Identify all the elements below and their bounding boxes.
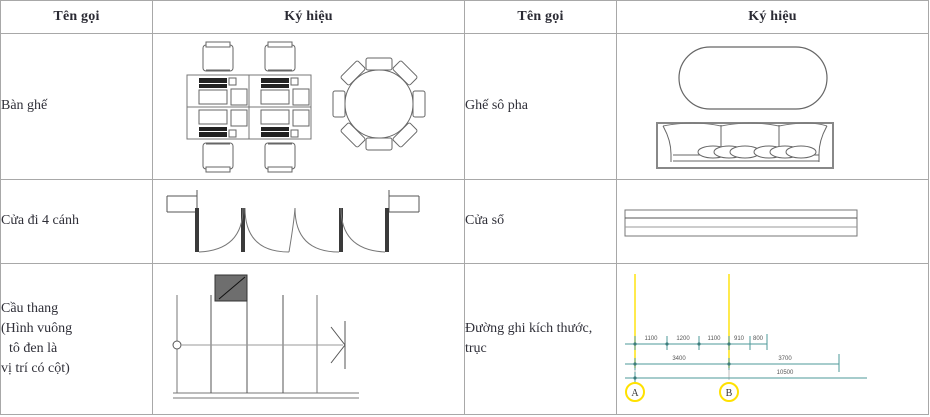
dimension-line-icon: 1100 1200 1100 910 800 3400 3700 10500 A… [625, 274, 867, 403]
grid-axis-lines [634, 274, 730, 369]
dim-seg-3: 1100 [708, 336, 722, 342]
four-leaf-door-icon [166, 189, 420, 253]
symbol-window [616, 178, 929, 265]
header-name-left: Tên gọi [0, 0, 153, 35]
grid-bubble-a: A [625, 382, 645, 403]
label-cau-thang-line1: Cầu thang [1, 300, 59, 316]
dimension-chain-lines [625, 334, 867, 385]
label-cau-thang-line4: vị trí có cột) [1, 361, 70, 377]
table-row: Cửa đi 4 cánh [0, 178, 929, 265]
symbol-dimension-line: 1100 1200 1100 910 800 3400 3700 10500 A… [616, 263, 929, 415]
dim-seg-1: 1100 [645, 336, 659, 342]
label-cau-thang-line2: (Hình vuông [1, 320, 73, 336]
label-ban-ghe: Bàn ghế [0, 33, 153, 180]
dim-seg-4: 910 [734, 336, 745, 342]
symbol-oval-table-and-sofa [616, 33, 929, 180]
label-duong-ghi-line2: trục [465, 341, 487, 357]
table-header-row: Tên gọi Ký hiệu Tên gọi Ký hiệu [0, 0, 929, 35]
label-cua-di-4-canh: Cửa đi 4 cánh [0, 178, 153, 265]
svg-text:A: A [631, 388, 639, 399]
label-cau-thang: Cầu thang (Hình vuông tô đen là vị trí c… [0, 263, 153, 415]
round-table-icon [332, 57, 425, 150]
staircase-icon [172, 274, 359, 399]
label-duong-ghi-line1: Đường ghi kích thước, [465, 320, 593, 336]
svg-text:B: B [726, 388, 733, 399]
symbol-staircase [152, 263, 465, 415]
sofa-and-oval-table-icon [656, 45, 834, 169]
header-name-right: Tên gọi [464, 0, 617, 35]
dim-sub-total: 3400 [672, 356, 686, 362]
label-cua-so: Cửa sổ [464, 178, 617, 265]
table-row: Cầu thang (Hình vuông tô đen là vị trí c… [0, 263, 929, 415]
grid-bubble-b: B [719, 382, 739, 403]
desk-cluster-icon [186, 41, 311, 172]
label-ghe-so-pha: Ghế sô pha [464, 33, 617, 180]
dim-seg-5: 800 [753, 336, 764, 342]
dim-second-chain: 3700 [778, 356, 792, 362]
header-symbol-left: Ký hiệu [152, 0, 465, 35]
dim-seg-2: 1200 [676, 336, 690, 342]
table-row: Bàn ghế [0, 33, 929, 180]
label-cau-thang-line3: tô đen là [9, 341, 58, 357]
symbol-desk-and-round-table [152, 33, 465, 180]
symbol-four-leaf-door [152, 178, 465, 265]
dim-overall: 10500 [777, 370, 794, 376]
header-symbol-right: Ký hiệu [616, 0, 929, 35]
window-icon [624, 209, 858, 237]
label-duong-ghi-kich-thuoc: Đường ghi kích thước, trục [464, 263, 617, 415]
